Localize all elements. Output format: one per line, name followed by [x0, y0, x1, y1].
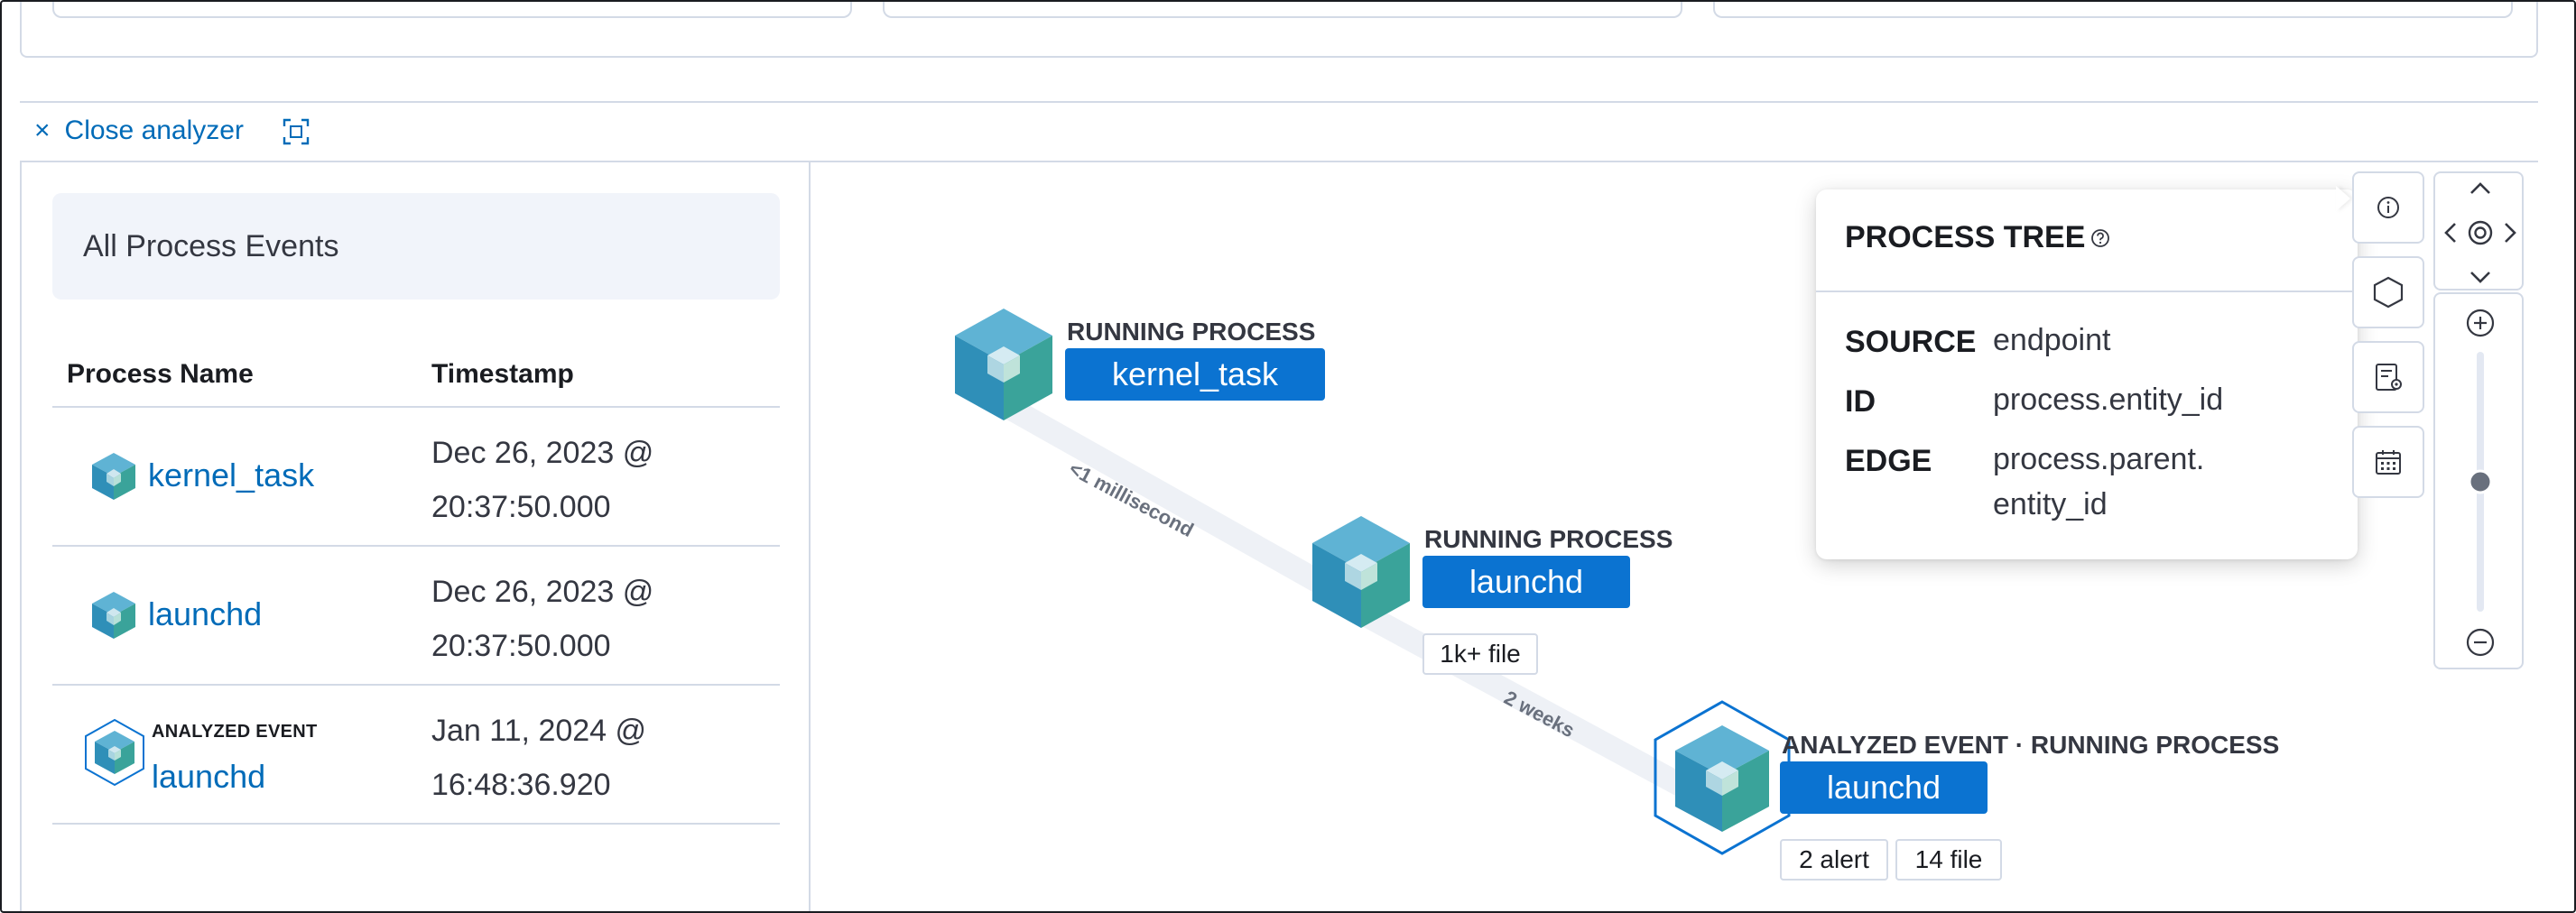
field-key: ID [1845, 384, 1876, 419]
analyzed-process-icon [85, 718, 144, 787]
zoom-in-icon[interactable] [2466, 309, 2495, 337]
timestamp-line2: 16:48:36.920 [431, 768, 611, 802]
analyzer-main: All Process Events Process Name Timestam… [20, 161, 2540, 911]
popover-title-text: PROCESS TREE [1845, 220, 2086, 254]
panel-title: All Process Events [83, 229, 339, 263]
top-panel-strip [20, 2, 2538, 58]
zoom-controls [2433, 292, 2524, 669]
graph-edge [995, 394, 1339, 598]
node-label: RUNNING PROCESS [1067, 318, 1316, 346]
field-value: process.parent. entity_id [1993, 437, 2318, 527]
node-name-button[interactable]: launchd [1780, 761, 1988, 814]
table-header: Process Name Timestamp [52, 343, 780, 408]
timestamp: Dec 26, 2023 @ 20:37:50.000 [431, 426, 729, 534]
node-name-button[interactable]: launchd [1422, 556, 1630, 608]
panel-title-box: All Process Events [52, 193, 780, 300]
popover-divider [1816, 290, 2358, 292]
table-row: launchd Dec 26, 2023 @ 20:37:50.000 [52, 547, 780, 686]
process-node-cube-icon[interactable] [1675, 725, 1769, 832]
process-node-cube-icon[interactable] [1312, 516, 1410, 628]
field-value: process.entity_id [1993, 383, 2224, 417]
close-analyzer-label: Close analyzer [64, 115, 244, 145]
graph-canvas: <1 millisecond 2 weeks [955, 309, 1791, 855]
popover-arrow [2336, 186, 2350, 211]
top-card-2 [883, 2, 1682, 18]
process-cube-icon [92, 592, 135, 639]
timestamp-line1: Dec 26, 2023 @ [431, 575, 654, 609]
timestamp-line1: Jan 11, 2024 @ [431, 714, 647, 748]
field-value: endpoint [1993, 323, 2111, 357]
process-events-panel: All Process Events Process Name Timestam… [22, 162, 811, 911]
fullscreen-icon[interactable] [282, 117, 310, 146]
column-header-process-name: Process Name [67, 359, 254, 389]
popover-title: PROCESS TREE [1845, 220, 2110, 255]
info-button[interactable] [2352, 171, 2424, 244]
pan-controls-graphic [2444, 182, 2516, 283]
process-name-link[interactable]: launchd [148, 595, 263, 632]
analyzed-node-ring [1654, 700, 1791, 855]
process-cube-icon [92, 453, 135, 500]
settings-list-icon [2376, 364, 2402, 391]
related-events-pill[interactable]: 1k+ file [1422, 633, 1538, 675]
info-icon [2377, 197, 2399, 218]
zoom-out-icon[interactable] [2466, 628, 2495, 657]
related-alerts-pill[interactable]: 2 alert [1780, 839, 1888, 881]
close-analyzer-button[interactable]: × Close analyzer [34, 115, 244, 146]
node-label: ANALYZED EVENT · RUNNING PROCESS [1782, 731, 2280, 759]
field-value-line1: process.parent. [1993, 442, 2205, 476]
table-row: kernel_task Dec 26, 2023 @ 20:37:50.000 [52, 408, 780, 547]
process-node-cube-icon[interactable] [955, 309, 1052, 420]
pan-up-icon[interactable] [2470, 182, 2490, 194]
analyzed-event-badge: ANALYZED EVENT [152, 722, 318, 742]
node-label: RUNNING PROCESS [1424, 525, 1673, 553]
process-name-link[interactable]: launchd [152, 758, 266, 795]
field-value-line2: entity_id [1993, 487, 2108, 521]
field-key: SOURCE [1845, 325, 1977, 359]
node-legend-button[interactable] [2352, 256, 2424, 328]
pan-left-icon[interactable] [2444, 223, 2456, 243]
help-icon[interactable] [2090, 228, 2110, 248]
pan-right-icon[interactable] [2505, 223, 2516, 243]
pan-controls [2433, 171, 2524, 290]
date-range-button[interactable] [2352, 426, 2424, 498]
process-tree-popover: PROCESS TREE SOURCE endpoint ID process.… [1816, 189, 2358, 559]
top-card-3 [1713, 2, 2513, 18]
data-sources-button[interactable] [2352, 341, 2424, 413]
process-tree-graph[interactable]: <1 millisecond 2 weeks [812, 162, 2540, 911]
process-name-link[interactable]: kernel_task [148, 456, 315, 493]
analyzer-toolbar: × Close analyzer [20, 101, 2538, 161]
timestamp-line1: Dec 26, 2023 @ [431, 436, 654, 470]
hexagon-icon [2373, 276, 2404, 309]
table-row: ANALYZED EVENT launchd Jan 11, 2024 @ 16… [52, 686, 780, 825]
column-header-timestamp: Timestamp [431, 359, 574, 389]
zoom-controls-graphic [2466, 309, 2495, 657]
pan-down-icon[interactable] [2470, 272, 2490, 283]
timestamp-line2: 20:37:50.000 [431, 629, 611, 663]
node-name-button[interactable]: kernel_task [1065, 348, 1325, 401]
zoom-slider-thumb[interactable] [2468, 469, 2493, 494]
timestamp-line2: 20:37:50.000 [431, 490, 611, 524]
timestamp: Dec 26, 2023 @ 20:37:50.000 [431, 565, 729, 673]
calendar-icon [2376, 450, 2401, 475]
top-card-1 [52, 2, 852, 18]
field-key: EDGE [1845, 444, 1932, 478]
related-events-pill[interactable]: 14 file [1895, 839, 2002, 881]
process-events-table: Process Name Timestamp kernel_task Dec [52, 343, 780, 825]
close-icon: × [34, 115, 51, 145]
center-icon[interactable] [2468, 220, 2493, 245]
timestamp: Jan 11, 2024 @ 16:48:36.920 [431, 704, 729, 812]
graph-edge [1351, 602, 1709, 806]
